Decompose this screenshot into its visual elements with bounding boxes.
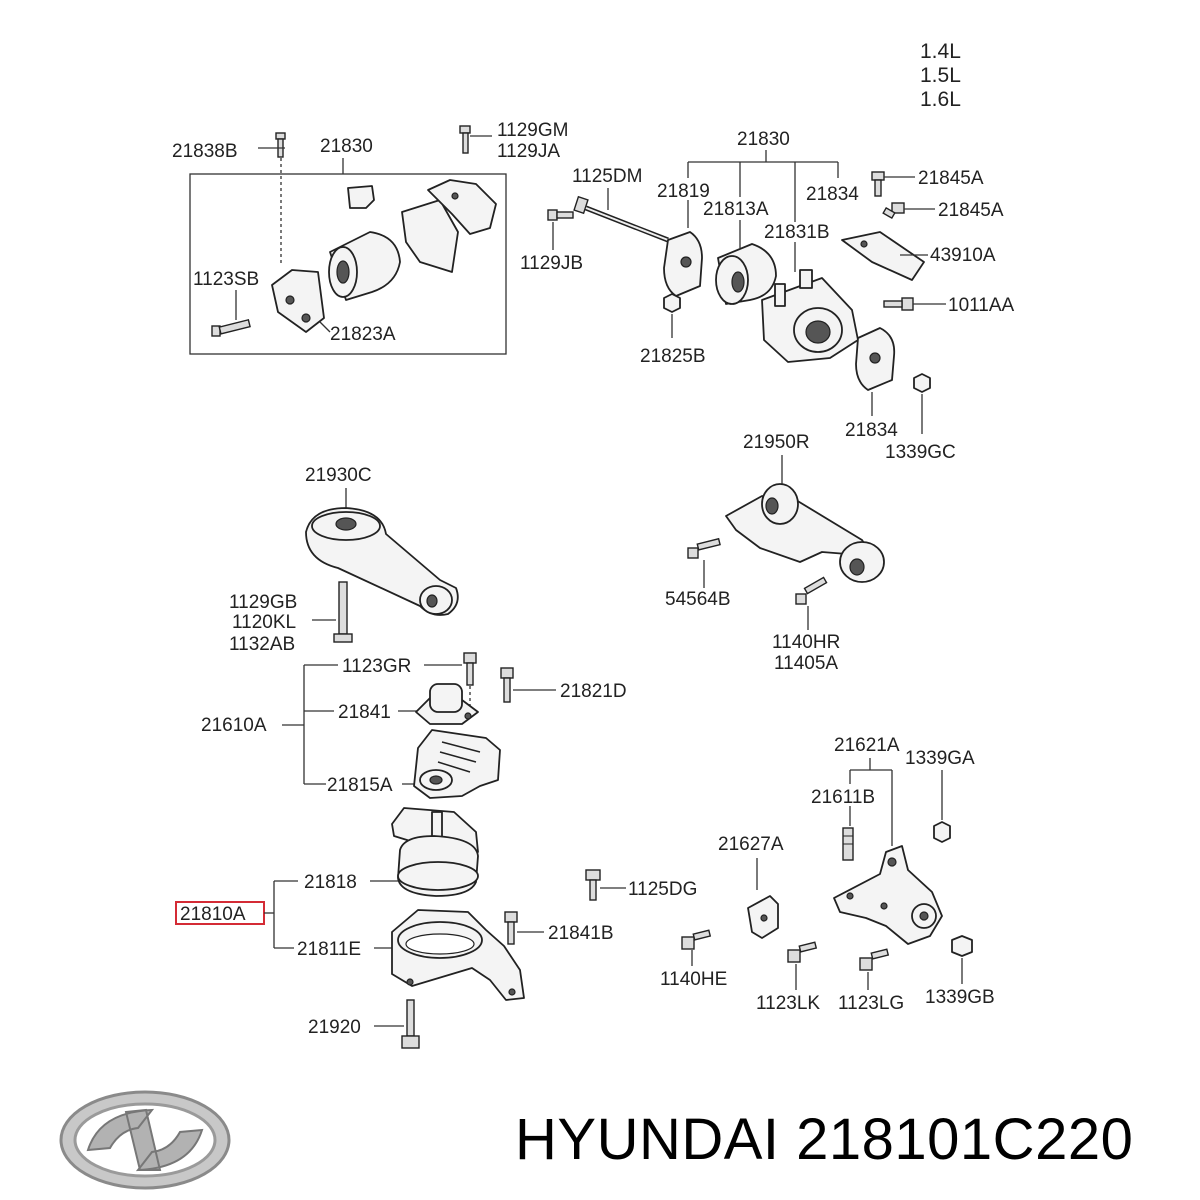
- footer-part-title: HYUNDAI 218101C220: [515, 1107, 1134, 1172]
- bushing-icon: [415, 683, 479, 725]
- part-label-54564B: 54564B: [665, 589, 731, 610]
- assembly-frame: [189, 173, 507, 355]
- bolt-1129GM-group: 1129GM 1129JA: [459, 120, 568, 162]
- nut-icon: [913, 373, 931, 393]
- nut-icon: [663, 293, 681, 313]
- bolt-icon: [687, 537, 721, 559]
- bolt-icon: [275, 132, 286, 158]
- part-label-21825B: 21825B: [640, 346, 706, 367]
- bolt-icon: [463, 652, 477, 686]
- part-label-21821D: 21821D: [560, 681, 627, 702]
- part-label-21845A: 21845A: [918, 168, 984, 189]
- part-label-21834: 21834: [806, 184, 859, 205]
- part-label-21838B: 21838B: [172, 141, 238, 162]
- part-label-21841B: 21841B: [548, 923, 614, 944]
- bracket-icon: [271, 269, 325, 333]
- front-mount-group: 21610A 1123GR 21841 21815A 21821D: [201, 652, 627, 799]
- mount-bracket-icon: [391, 909, 525, 1001]
- part-label-1132AB: 1132AB: [229, 634, 295, 655]
- part-label-21811E: 21811E: [297, 939, 361, 960]
- part-label-21621A: 21621A: [834, 735, 900, 756]
- brand-logo-icon: [59, 1090, 231, 1190]
- part-label-21834-b: 21834: [845, 420, 898, 441]
- part-label-21610A: 21610A: [201, 715, 267, 736]
- bracket-icon: [841, 231, 925, 281]
- part-label-21845A-b: 21845A: [938, 200, 1004, 221]
- part-label-21831B: 21831B: [764, 222, 830, 243]
- part-label-1125DG: 1125DG: [628, 879, 697, 900]
- bolt-icon: [859, 948, 890, 971]
- part-label-1129JA: 1129JA: [497, 141, 560, 162]
- rear-mount-group: 21950R 54564B 1140HR 11405A: [665, 432, 885, 674]
- part-label-43910A: 43910A: [930, 245, 996, 266]
- bolt-icon: [211, 318, 251, 337]
- mount-body-icon: [761, 269, 859, 363]
- part-label-1140HE: 1140HE: [660, 969, 727, 990]
- upper-right-mount-group: 21830 1125DM 21819 21834 21813A 21831B 1…: [520, 129, 1015, 463]
- part-label-1339GC: 1339GC: [885, 442, 956, 463]
- part-label-1120KL: 1120KL: [232, 612, 296, 633]
- bolt-icon: [585, 869, 601, 901]
- insulator-icon: [391, 807, 479, 897]
- part-label-1123GR: 1123GR: [342, 656, 411, 677]
- nut-icon: [951, 935, 973, 957]
- bolt-icon: [871, 171, 885, 197]
- mount-body-icon: [413, 729, 501, 799]
- transmission-bracket-group: 21621A 21611B 1339GA 21627A: [660, 735, 995, 1014]
- torque-rod-group: 21930C 1129GB 1120KL 1132AB: [229, 465, 459, 655]
- part-label-1011AA: 1011AA: [948, 295, 1015, 316]
- engine-variant-2: 1.5L: [920, 64, 961, 87]
- stud-icon: [842, 827, 854, 861]
- bushing-icon: [715, 243, 777, 305]
- bolt-icon: [883, 297, 914, 311]
- engine-variant-1: 1.4L: [920, 40, 961, 63]
- part-label-21930C: 21930C: [305, 465, 372, 486]
- part-label-21950R: 21950R: [743, 432, 810, 453]
- long-bolt-icon: [333, 581, 353, 643]
- engine-variant-3: 1.6L: [920, 88, 961, 111]
- long-bolt-icon: [401, 999, 420, 1049]
- part-label-21818: 21818: [304, 872, 357, 893]
- mount-bracket-icon: [401, 179, 497, 273]
- bolt-icon: [787, 941, 818, 963]
- bolt-icon: [681, 929, 712, 950]
- part-label-21819: 21819: [657, 181, 710, 202]
- part-label-1123LK: 1123LK: [756, 993, 820, 1014]
- part-label-21830: 21830: [320, 136, 373, 157]
- part-label-21823A: 21823A: [330, 324, 396, 345]
- part-label-1123LG: 1123LG: [838, 993, 904, 1014]
- part-label-21920: 21920: [308, 1017, 361, 1038]
- bolt-icon: [547, 209, 574, 221]
- mount-bracket-icon: [833, 845, 943, 945]
- part-label-1140HR: 1140HR: [772, 632, 840, 653]
- part-label-11405A: 11405A: [774, 653, 838, 674]
- long-bolt-icon: [573, 195, 669, 243]
- bushing-icon: [328, 231, 401, 301]
- part-label-21813A: 21813A: [703, 199, 769, 220]
- nut-icon: [933, 821, 951, 843]
- part-label-1125DM: 1125DM: [572, 166, 642, 187]
- clip-icon: [347, 185, 375, 209]
- mount-assembly-box-group: 21838B 21830 1123SB 21823A: [172, 132, 507, 355]
- part-label-21815A: 21815A: [327, 775, 393, 796]
- part-label-21627A: 21627A: [718, 834, 784, 855]
- engine-variant-list: 1.4L 1.5L 1.6L: [920, 40, 961, 111]
- part-label-1339GB: 1339GB: [925, 987, 995, 1008]
- part-label-1129JB: 1129JB: [520, 253, 583, 274]
- part-label-21830-b: 21830: [737, 129, 790, 150]
- bolt-icon: [500, 667, 514, 703]
- part-label-21611B: 21611B: [811, 787, 875, 808]
- engine-mount-assembly-group: 21810A 21818 21811E 1125DG: [175, 807, 697, 1049]
- part-label-1339GA: 1339GA: [905, 748, 975, 769]
- bolt-icon: [882, 202, 905, 220]
- part-label-1129GM: 1129GM: [497, 120, 568, 141]
- part-label-1129GB: 1129GB: [229, 592, 297, 613]
- part-label-21810A: 21810A: [180, 904, 246, 925]
- part-label-21841: 21841: [338, 702, 391, 723]
- bolt-icon: [504, 911, 518, 945]
- bolt-icon: [795, 576, 828, 605]
- part-label-1123SB: 1123SB: [193, 269, 259, 290]
